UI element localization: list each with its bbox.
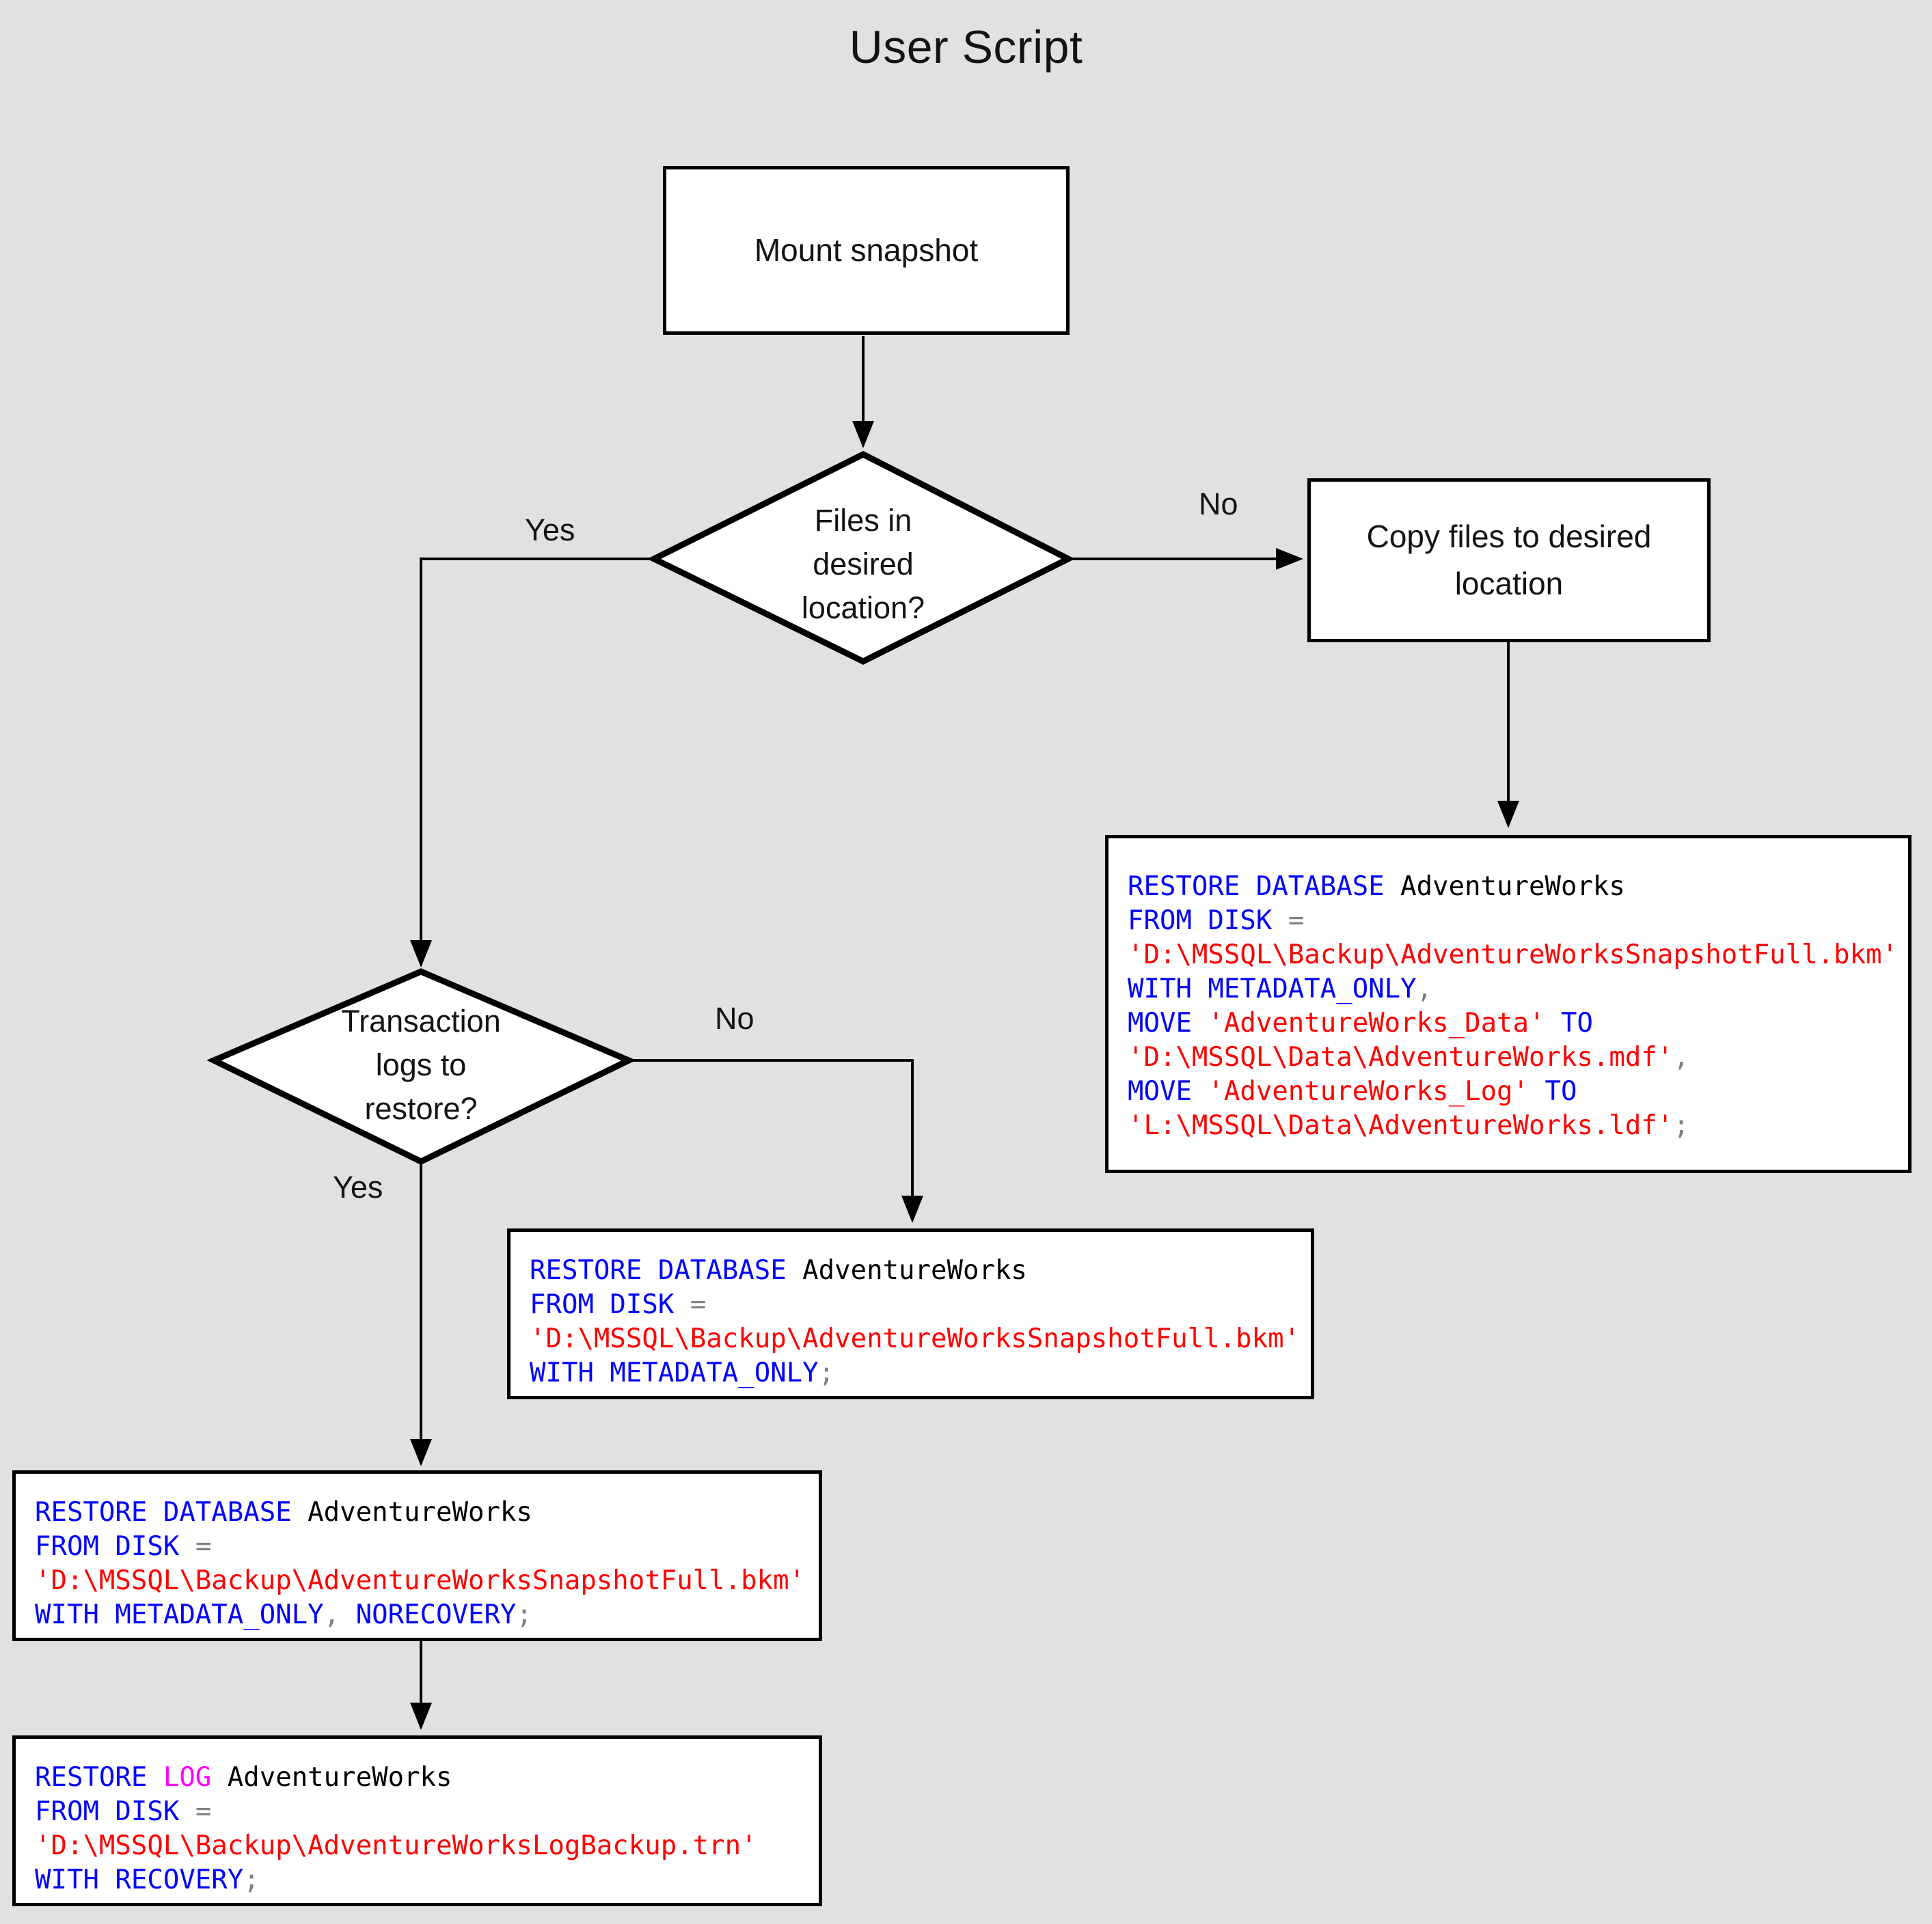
code-token: ; bbox=[1673, 1110, 1689, 1141]
code-line: WITH METADATA_ONLY; bbox=[530, 1356, 1300, 1390]
code-line: 'D:\MSSQL\Data\AdventureWorks.mdf', bbox=[1128, 1041, 1898, 1075]
code-line: 'D:\MSSQL\Backup\AdventureWorksSnapshotF… bbox=[1128, 938, 1898, 972]
code-line: 'D:\MSSQL\Backup\AdventureWorksSnapshotF… bbox=[35, 1564, 805, 1598]
code-token: MOVE bbox=[1128, 1076, 1208, 1107]
code-token: RESTORE DATABASE bbox=[1128, 871, 1401, 902]
code-line: FROM DISK = bbox=[1128, 904, 1898, 938]
code-token: WITH METADATA_ONLY bbox=[35, 1599, 324, 1630]
edge-label-logs-yes: Yes bbox=[333, 1170, 383, 1205]
code-token: = bbox=[1288, 905, 1305, 936]
code-token: 'D:\MSSQL\Backup\AdventureWorksSnapshotF… bbox=[35, 1565, 806, 1596]
code-token: WITH RECOVERY bbox=[35, 1865, 244, 1895]
code-token: , bbox=[1673, 1042, 1689, 1073]
edge-label-files-no: No bbox=[1199, 486, 1238, 521]
edge-logs-no-to-metadata bbox=[629, 1059, 923, 1223]
code-token: 'D:\MSSQL\Backup\AdventureWorksSnapshotF… bbox=[1128, 939, 1899, 970]
code-token: NORECOVERY bbox=[340, 1599, 517, 1630]
code-token: WITH METADATA_ONLY bbox=[1128, 974, 1417, 1004]
edge-files-yes-to-logs bbox=[410, 558, 654, 967]
code-line: MOVE 'AdventureWorks_Log' TO bbox=[1128, 1075, 1898, 1109]
node-copy-files-line-2: location bbox=[1454, 566, 1564, 601]
page-title: User Script bbox=[849, 21, 1083, 73]
code-token: = bbox=[690, 1289, 707, 1320]
code-token: 'AdventureWorks_Data' bbox=[1208, 1008, 1545, 1039]
code-token: LOG bbox=[163, 1762, 212, 1793]
code-token: FROM DISK bbox=[35, 1796, 195, 1827]
code-line: WITH METADATA_ONLY, bbox=[1128, 972, 1898, 1006]
code-token: FROM DISK bbox=[530, 1289, 690, 1320]
code-token: ; bbox=[243, 1865, 260, 1895]
code-token: FROM DISK bbox=[35, 1531, 195, 1562]
code-token: FROM DISK bbox=[1128, 905, 1288, 936]
code-line: RESTORE DATABASE AdventureWorks bbox=[530, 1254, 1300, 1288]
code-line: 'L:\MSSQL\Data\AdventureWorks.ldf'; bbox=[1128, 1109, 1898, 1143]
code-token: AdventureWorks bbox=[1400, 871, 1625, 902]
code-line: MOVE 'AdventureWorks_Data' TO bbox=[1128, 1006, 1898, 1041]
code-line: RESTORE LOG AdventureWorks bbox=[35, 1761, 757, 1795]
code-line: 'D:\MSSQL\Backup\AdventureWorksLogBackup… bbox=[35, 1829, 757, 1863]
edge-label-files-yes: Yes bbox=[525, 512, 575, 547]
code-token: WITH METADATA_ONLY bbox=[530, 1358, 819, 1388]
code-token: 'AdventureWorks_Log' bbox=[1208, 1076, 1529, 1107]
code-token: , bbox=[323, 1599, 340, 1630]
code-token: ; bbox=[516, 1599, 532, 1630]
code-line: FROM DISK = bbox=[530, 1288, 1300, 1322]
code-line: 'D:\MSSQL\Backup\AdventureWorksSnapshotF… bbox=[530, 1322, 1300, 1356]
code-token: RESTORE DATABASE bbox=[35, 1497, 308, 1528]
code-token: TO bbox=[1545, 1008, 1593, 1039]
code-token: = bbox=[195, 1796, 212, 1827]
code-line: WITH METADATA_ONLY, NORECOVERY; bbox=[35, 1598, 805, 1632]
code-line: FROM DISK = bbox=[35, 1530, 805, 1564]
code-line: RESTORE DATABASE AdventureWorks bbox=[35, 1496, 805, 1530]
code-token: ; bbox=[818, 1358, 835, 1388]
node-copy-files-line-1: Copy files to desired bbox=[1366, 519, 1652, 554]
code-token: AdventureWorks bbox=[802, 1255, 1027, 1286]
code-token: MOVE bbox=[1128, 1008, 1208, 1039]
node-copy-files-to-desired-location[interactable]: Copy files to desired location bbox=[1307, 478, 1711, 642]
code-token: , bbox=[1416, 974, 1433, 1004]
decision-files-in-desired-location[interactable] bbox=[647, 450, 1075, 665]
decision-transaction-logs-to-restore[interactable] bbox=[206, 968, 636, 1166]
code-line: FROM DISK = bbox=[35, 1795, 757, 1829]
code-line: RESTORE DATABASE AdventureWorks bbox=[1128, 870, 1898, 904]
edge-label-logs-no: No bbox=[715, 1001, 754, 1036]
code-token: 'D:\MSSQL\Backup\AdventureWorksLogBackup… bbox=[35, 1830, 757, 1861]
code-token: 'D:\MSSQL\Data\AdventureWorks.mdf' bbox=[1128, 1042, 1674, 1073]
code-token: 'D:\MSSQL\Backup\AdventureWorksSnapshotF… bbox=[530, 1323, 1301, 1354]
code-token: AdventureWorks bbox=[211, 1762, 452, 1793]
node-mount-snapshot[interactable]: Mount snapshot bbox=[663, 166, 1070, 335]
code-token: TO bbox=[1529, 1076, 1577, 1107]
code-line: WITH RECOVERY; bbox=[35, 1863, 757, 1897]
node-copy-files-label: Copy files to desired location bbox=[1353, 513, 1665, 607]
code-token: RESTORE bbox=[35, 1762, 163, 1793]
node-mount-snapshot-label: Mount snapshot bbox=[754, 232, 979, 268]
code-token: AdventureWorks bbox=[308, 1497, 532, 1528]
code-token: = bbox=[195, 1531, 212, 1562]
code-token: 'L:\MSSQL\Data\AdventureWorks.ldf' bbox=[1128, 1110, 1674, 1141]
code-token: RESTORE DATABASE bbox=[530, 1255, 803, 1286]
